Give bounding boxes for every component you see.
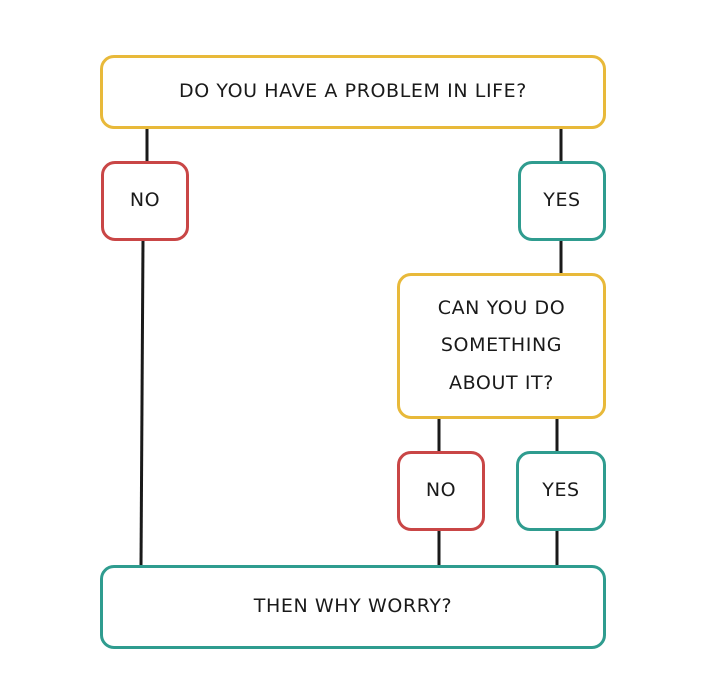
- answer-1-yes-text: YES: [543, 189, 581, 212]
- question-2-box: CAN YOU DO SOMETHING ABOUT IT?: [397, 273, 606, 419]
- question-2-label: CAN YOU DO SOMETHING ABOUT IT?: [438, 290, 566, 401]
- connector-no-conclusion: [139, 239, 145, 567]
- answer-2-no-text: NO: [425, 479, 457, 502]
- conclusion-box: THEN WHY WORRY?: [100, 565, 606, 649]
- question-2-line-1: CAN YOU DO: [437, 297, 566, 320]
- question-1-text: DO YOU HAVE A PROBLEM IN LIFE?: [179, 80, 527, 103]
- answer-2-yes-text: YES: [542, 479, 580, 502]
- question-2-line-2: SOMETHING: [440, 334, 563, 357]
- answer-2-yes-box: YES: [516, 451, 606, 531]
- answer-1-yes-box: YES: [518, 161, 606, 241]
- conclusion-text: THEN WHY WORRY?: [253, 595, 453, 618]
- answer-1-no-text: NO: [129, 189, 161, 212]
- answer-1-no-box: NO: [101, 161, 189, 241]
- answer-2-no-box: NO: [397, 451, 485, 531]
- question-2-line-3: ABOUT IT?: [449, 371, 554, 394]
- question-1-box: DO YOU HAVE A PROBLEM IN LIFE?: [100, 55, 606, 129]
